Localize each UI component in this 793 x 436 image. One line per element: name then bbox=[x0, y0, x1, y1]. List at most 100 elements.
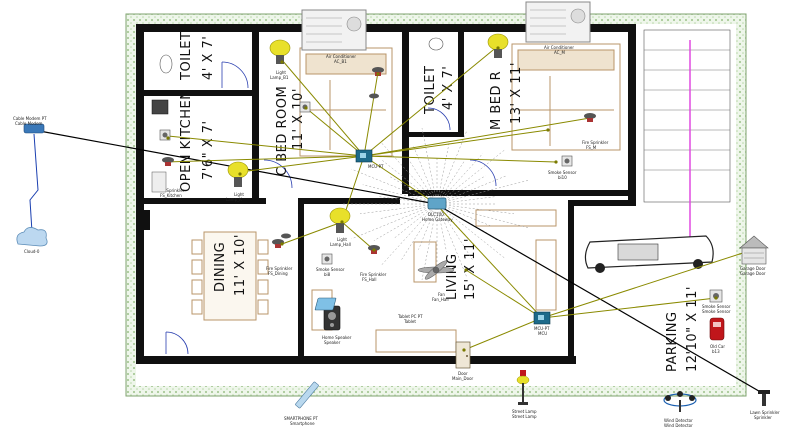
wireless-ray bbox=[436, 203, 506, 259]
kitchen-appliances bbox=[151, 37, 444, 193]
tablet-label-2: Tablet bbox=[403, 319, 416, 324]
wireless-ray bbox=[373, 203, 438, 241]
door-icon bbox=[455, 341, 471, 369]
lamp-icon bbox=[329, 207, 351, 233]
lawn-sprinkler[interactable]: Lawn Sprinkler Sprinkler bbox=[750, 390, 780, 420]
smoke-sensor-garage-label-2: Smoke Sensor bbox=[702, 309, 731, 314]
wireless-ray bbox=[436, 161, 465, 205]
toilet-icon bbox=[428, 37, 444, 51]
smoke-sensor-kitchen[interactable] bbox=[159, 129, 171, 141]
wind-detector-icon bbox=[663, 391, 697, 412]
wireless-ray bbox=[436, 175, 507, 205]
mcu-bed[interactable]: MCU-PT bbox=[355, 149, 384, 169]
ac-master-label-1: Air Conditioner bbox=[544, 45, 574, 50]
cloud[interactable]: Cloud-0 bbox=[16, 227, 48, 254]
main-door[interactable]: Door Main_Door bbox=[452, 341, 474, 381]
wireless-ray bbox=[421, 128, 438, 205]
smoke-sensor-hall-label-1: Smoke Sensor bbox=[316, 267, 345, 272]
smoke-sensor-master[interactable]: Smoke Sensor bi10 bbox=[548, 155, 577, 180]
cable-modem-label-2: Cable Modem bbox=[15, 121, 43, 126]
street-lamp-icon bbox=[516, 370, 530, 405]
link-modem-cloud bbox=[29, 133, 39, 233]
room-kitchen-name: OPEN KITCHEN bbox=[179, 90, 194, 192]
light-bed-label-2: Lamp_B1 bbox=[270, 75, 289, 80]
garage-door[interactable]: Garage Door Garage Door bbox=[739, 235, 769, 276]
room-bedroom-c-name: C BED ROOM bbox=[275, 86, 290, 176]
light-kitchen-label-1: Light bbox=[234, 192, 244, 197]
room-dining-name: DINING bbox=[213, 242, 228, 292]
fire-sprinkler-master-label-1: Fire Sprinkler bbox=[582, 140, 609, 145]
wireless-ray bbox=[436, 153, 483, 205]
light-bed[interactable]: Light Lamp_B1 bbox=[269, 39, 291, 80]
home-speaker-label-2: Speaker bbox=[324, 340, 341, 345]
light-kitchen[interactable]: Light Lamp_K bbox=[226, 161, 249, 202]
wireless-ray bbox=[436, 203, 473, 260]
toilet-icon bbox=[159, 54, 173, 74]
room-toilet-mid-name: TOILET bbox=[423, 66, 438, 115]
cable-modem[interactable]: Cable Modem PT Cable Modem bbox=[13, 116, 47, 134]
garage-door-label-1: Garage Door bbox=[740, 266, 766, 271]
stove-icon bbox=[151, 99, 169, 115]
light-hall-label-2: Lamp_Hall bbox=[330, 242, 351, 247]
mcu-garage[interactable]: MCU-PT MCU bbox=[533, 311, 551, 336]
street-lamp[interactable]: Street Lamp Street Lamp bbox=[512, 370, 537, 419]
wireless-ray bbox=[436, 203, 473, 243]
wireless-ray bbox=[436, 203, 447, 252]
home-speaker[interactable]: Home Speaker Speaker bbox=[322, 305, 352, 345]
wireless-ray bbox=[436, 196, 497, 205]
room-toilet-mid-dims: 4' X 7' bbox=[441, 66, 456, 110]
fire-sprinkler-kitchen[interactable]: Fire Sprinkler FS_Kitchen bbox=[158, 157, 185, 198]
wireless-ray bbox=[351, 203, 438, 240]
fire-sprinkler-icon bbox=[162, 157, 174, 166]
fan-label-2: Fan_Hall bbox=[432, 297, 449, 302]
modem-icon bbox=[23, 123, 45, 134]
old-car[interactable]: Old Car b13 bbox=[709, 317, 725, 354]
wireless-ray bbox=[418, 203, 438, 250]
staircase bbox=[643, 29, 731, 260]
room-toilet-left-dims: 4' X 7' bbox=[201, 36, 216, 80]
wireless-ray bbox=[409, 161, 438, 205]
garage-icon bbox=[739, 235, 769, 265]
light-bed-2[interactable] bbox=[487, 33, 509, 58]
old-car-label-1: Old Car bbox=[710, 344, 725, 349]
ceiling-fan[interactable]: Fan Fan_Hall bbox=[417, 259, 455, 302]
light-hall-label-1: Light bbox=[337, 237, 347, 242]
fire-sprinkler-hall-label-1: Fire Sprinkler bbox=[360, 272, 387, 277]
smoke-sensor-garage-label-1: Smoke Sensor bbox=[702, 304, 731, 309]
wireless-ray bbox=[379, 203, 438, 220]
furniture bbox=[191, 43, 621, 353]
smartphone[interactable]: SMARTPHONE PT Smartphone bbox=[284, 381, 319, 426]
light-bed-label-1: Light bbox=[276, 70, 286, 75]
fire-sprinkler-icon bbox=[368, 245, 380, 254]
wireless-ray bbox=[436, 142, 450, 205]
parked-car bbox=[584, 235, 714, 273]
lawn-sprinkler-icon bbox=[758, 390, 770, 406]
room-kitchen-dims: 7'6" X 7' bbox=[201, 120, 216, 180]
wireless-ray bbox=[401, 203, 438, 260]
wireless-ray bbox=[359, 203, 438, 215]
garage-door-label-2: Garage Door bbox=[740, 271, 766, 276]
mcu-bed-label-1: MCU-PT bbox=[368, 164, 384, 169]
wind-detector-label-2: Wind Detector bbox=[664, 423, 693, 428]
smartphone-label-1: SMARTPHONE PT bbox=[284, 416, 318, 421]
link-endpoints bbox=[166, 46, 718, 352]
lamp-icon bbox=[269, 39, 291, 64]
car-icon bbox=[709, 317, 725, 341]
smoke-sensor-hall[interactable]: Smoke Sensor bi8 bbox=[316, 253, 345, 277]
fire-sprinkler-hall[interactable]: Fire Sprinkler FS_Hall bbox=[360, 245, 387, 282]
ac-master[interactable]: Air Conditioner AC_M bbox=[525, 1, 591, 55]
smoke-sensor-master-label-2: bi10 bbox=[558, 175, 567, 180]
fire-sprinkler-master[interactable]: Fire Sprinkler FS_M bbox=[582, 113, 609, 150]
ac-bed-label-2: AC_B1 bbox=[334, 59, 347, 64]
wind-detector[interactable]: Wind Detector Wind Detector bbox=[663, 391, 697, 428]
devices: Cable Modem PT Cable Modem Cloud-0 Air C… bbox=[13, 1, 780, 428]
fan-icon bbox=[417, 260, 455, 280]
light-hall[interactable]: Light Lamp_Hall bbox=[329, 207, 351, 247]
cable-modem-label-1: Cable Modem PT bbox=[13, 116, 47, 121]
mcu-garage-label-1: MCU-PT bbox=[534, 326, 550, 331]
home-gateway[interactable]: DLC100 Home Gateway bbox=[422, 197, 453, 222]
ac-bed[interactable]: Air Conditioner AC_B1 bbox=[301, 9, 367, 64]
fire-sprinkler-icon bbox=[584, 113, 596, 122]
tablet[interactable]: Tablet PC PT Tablet bbox=[314, 297, 423, 324]
